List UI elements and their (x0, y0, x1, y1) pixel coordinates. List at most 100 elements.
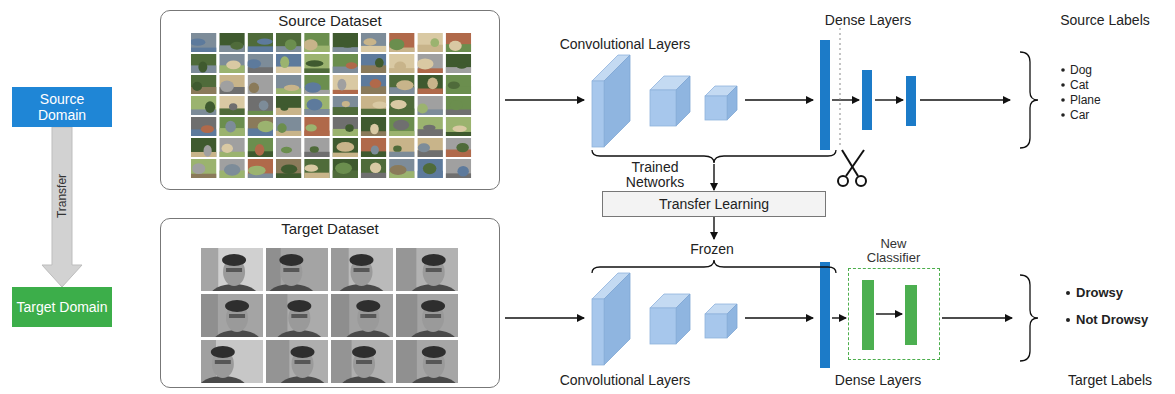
photo-floor (417, 88, 443, 96)
photo-object (281, 164, 297, 173)
classifier-bar (905, 285, 917, 345)
photo-ground (361, 54, 387, 73)
domain-box: Source Domain (12, 87, 112, 127)
photo-tile (446, 75, 472, 94)
layer-side (676, 294, 690, 344)
photo-tile (276, 33, 302, 54)
photo-tile (276, 117, 302, 139)
photo-object (198, 61, 207, 72)
photo-tile (219, 75, 245, 95)
photo-ground (333, 96, 359, 115)
photo-object (339, 37, 356, 48)
photo-object (337, 79, 346, 91)
photo-object (370, 79, 382, 88)
photo-floor (304, 109, 330, 117)
bullet-dot (1061, 113, 1065, 117)
flow-arrow (745, 99, 813, 100)
photo-tile (361, 159, 387, 181)
photo-object (363, 38, 376, 45)
photo-ground (219, 159, 245, 178)
photo-ground (248, 117, 274, 136)
face-wall (396, 294, 417, 337)
domain-box: Target Domain (12, 287, 112, 327)
process-box: Transfer Learning (602, 191, 826, 217)
face-hair (421, 300, 445, 312)
photo-tile (304, 75, 330, 98)
classifier-bar (862, 280, 874, 350)
photo-tile (276, 54, 302, 75)
photo-tile (417, 96, 443, 117)
photo-tile (446, 33, 472, 52)
photo-tile (389, 33, 415, 56)
face-eyes (291, 314, 307, 318)
photo-tile (361, 33, 387, 54)
face-tile (396, 340, 458, 394)
photo-floor (304, 152, 330, 160)
bullet-dot (1066, 291, 1070, 295)
text-label: Dog (1070, 64, 1092, 77)
layer-front (592, 299, 604, 365)
text-label: Target Labels (1068, 373, 1152, 388)
photo-tile (333, 54, 359, 75)
photo-object (335, 163, 352, 174)
text-label: Cat (1070, 79, 1089, 92)
photo-tile (417, 33, 443, 53)
photo-floor (389, 152, 415, 160)
photo-tile (248, 117, 274, 136)
dataset-panel: Source Dataset (160, 10, 500, 190)
flow-arrow (745, 317, 813, 318)
dense-bar (820, 262, 830, 368)
photo-tile (248, 33, 274, 54)
photo-object (220, 81, 234, 92)
photo-object (448, 81, 460, 89)
photo-tile (248, 138, 274, 159)
scissors-blade (842, 150, 858, 176)
face-eyes (425, 314, 441, 318)
photo-tile (333, 117, 359, 137)
face-eyes (354, 268, 370, 272)
photo-object (248, 166, 266, 176)
photo-object (205, 101, 215, 113)
photo-ground (446, 138, 472, 157)
photo-tile (417, 75, 443, 96)
edge-label: Transfer (55, 174, 69, 218)
face-hair (350, 254, 374, 266)
photo-tile (276, 75, 302, 96)
face-wall (201, 248, 218, 291)
photo-object (393, 120, 409, 131)
bullet-dot (1066, 318, 1070, 322)
photo-tile (417, 159, 443, 179)
photo-floor (276, 108, 302, 116)
layer-front (650, 308, 676, 344)
text-label: Source Labels (1060, 13, 1150, 28)
photo-floor (389, 109, 415, 117)
face-hair (287, 300, 311, 312)
dense-bar (906, 76, 916, 126)
face-hair (222, 254, 246, 266)
photo-object (346, 62, 357, 69)
node-label: New Classifier (859, 237, 929, 265)
photo-tile (191, 138, 217, 160)
classifier-group: New Classifier (848, 268, 940, 360)
photo-tile (191, 54, 217, 73)
flow-arrow (713, 215, 714, 239)
face-wall (266, 294, 287, 337)
photo-tile (389, 117, 415, 139)
layer-side (604, 55, 630, 147)
photo-floor (248, 46, 274, 54)
photo-object (305, 82, 321, 92)
node-label: Source Dataset (161, 11, 499, 30)
photo-object (427, 77, 437, 89)
layer-side (727, 86, 737, 120)
photo-object (222, 144, 233, 153)
face-hair (422, 346, 446, 358)
photo-tile (333, 75, 359, 98)
bullet-dot (1061, 98, 1065, 102)
face-eyes (294, 360, 310, 364)
face-ground (331, 248, 393, 291)
photo-floor (389, 131, 415, 139)
photo-ground (333, 159, 359, 178)
photo-object (277, 123, 286, 133)
photo-object (306, 60, 324, 66)
photo-object (456, 62, 467, 68)
